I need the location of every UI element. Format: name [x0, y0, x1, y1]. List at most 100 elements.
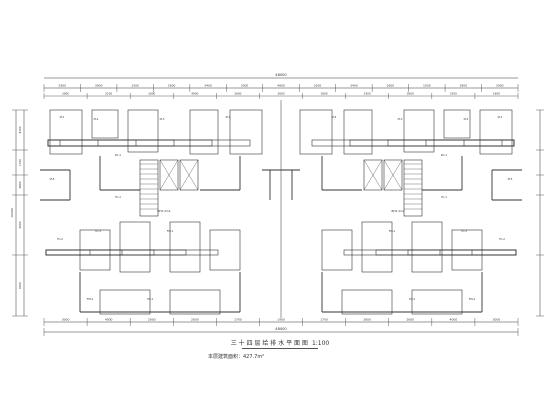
room-tag: M-2	[94, 117, 99, 121]
dim-label-top-row1: 3900	[459, 84, 467, 88]
room-tag: FM-2	[87, 297, 94, 301]
dim-label-left: 4200	[18, 126, 22, 133]
balcony-room	[169, 289, 221, 315]
room-tag: FM-1	[389, 229, 396, 233]
drawing-scale: 1:100	[311, 340, 330, 347]
elevator-shaft	[383, 159, 403, 191]
dim-label-bottom: 2600	[191, 318, 199, 322]
dim-label-top-row2: 2600	[277, 92, 284, 96]
elevator-x	[363, 159, 383, 191]
dim-label-bottom: 2600	[406, 318, 414, 322]
dim-label-bottom: 1700	[234, 318, 242, 322]
room-tag: M-5	[50, 177, 55, 181]
room-tag: ZC-1	[115, 153, 122, 157]
dim-label-top-row1: 4800	[277, 84, 285, 88]
room-tag: TC-3	[95, 229, 101, 233]
dim-label-top-row1: 2600	[387, 84, 395, 88]
wing-room	[49, 109, 83, 155]
room-tag: M-2	[464, 117, 469, 121]
elevator-shaft	[179, 159, 199, 191]
dim-label-top-row2: 1800	[321, 92, 328, 96]
room-tag: M-3	[398, 117, 403, 121]
dim-label-top-row1: 3400	[350, 84, 358, 88]
wing-room	[443, 109, 471, 139]
fixture	[47, 139, 137, 147]
dim-label-bottom: 4000	[450, 318, 458, 322]
wing-room	[403, 109, 435, 153]
dim-label-total-top: 48000	[275, 73, 287, 77]
room-tag: TC-2	[57, 237, 63, 241]
dim-label-left: 2700	[18, 159, 22, 166]
dim-label-top-row2: 3300	[364, 92, 371, 96]
dim-label-top-row2: 2600	[407, 92, 414, 96]
room-tag: TC-3	[461, 229, 467, 233]
room-tag: M-5	[508, 177, 513, 181]
stair-core	[139, 159, 159, 217]
fixture	[45, 249, 187, 256]
fixture	[471, 249, 517, 256]
fixture	[47, 139, 213, 147]
fixture	[439, 249, 517, 256]
elevator-x	[179, 159, 199, 191]
fixture	[45, 249, 155, 256]
stair-note: BH2-2m1	[391, 209, 404, 213]
elevator-x	[383, 159, 403, 191]
wing-room	[479, 109, 513, 155]
title-underline	[242, 348, 318, 349]
dim-label-bottom: 3000	[62, 318, 70, 322]
dim-label-top-row2: 1800	[493, 92, 500, 96]
stair-core	[403, 159, 423, 217]
fixture	[407, 249, 517, 256]
dim-label-bottom: 1700	[320, 318, 328, 322]
elevator-x	[159, 159, 179, 191]
dim-label-bottom: 1900	[277, 318, 285, 322]
room-tag: M-4	[332, 115, 337, 119]
dim-label-top-row2: 2100	[105, 92, 112, 96]
dim-label-top-row1: 3400	[204, 84, 212, 88]
wing-room	[127, 109, 159, 153]
balcony-room	[341, 289, 393, 315]
dim-label-top-row2: 3000	[62, 92, 69, 96]
room-tag: TC-1	[115, 195, 121, 199]
room-tag: YM-1	[147, 297, 154, 301]
dim-label-top-row1: 1500	[423, 84, 431, 88]
dim-label-top-row1: 2900	[496, 84, 504, 88]
wing-room	[229, 109, 263, 155]
dim-label-left: 4200	[18, 282, 22, 289]
fixture	[45, 249, 219, 256]
room-tag: M-1	[60, 115, 65, 119]
dim-label-top-row2: 4900	[191, 92, 198, 96]
floor-area-note: 本层建筑面积：427.7m²	[208, 354, 265, 360]
fixture	[375, 249, 517, 256]
dim-label-top-row2: 1800	[148, 92, 155, 96]
room-tag: TC-1	[441, 195, 447, 199]
dim-label-top-row1: 2900	[58, 84, 66, 88]
stair-note: BH2-2m1	[157, 209, 170, 213]
fixture	[349, 139, 515, 147]
elevator-shaft	[159, 159, 179, 191]
dim-label-top-row1: 3300	[241, 84, 249, 88]
dim-label-top-row2: 2600	[234, 92, 241, 96]
dim-label-left: 3600	[18, 221, 22, 228]
fixture	[425, 139, 515, 147]
fixture	[47, 139, 175, 147]
fixture	[47, 139, 251, 147]
dim-label-bottom: 4000	[105, 318, 113, 322]
room-tag: M-3	[160, 117, 165, 121]
balcony-room	[99, 289, 151, 315]
fixture	[47, 139, 99, 147]
lower-room	[361, 221, 393, 273]
wing-room	[299, 109, 333, 155]
dim-label-left-total: 16400	[10, 208, 14, 218]
fixture	[343, 249, 517, 256]
dim-label-left: 1800	[18, 181, 22, 188]
dim-label-top-row1: 3900	[95, 84, 103, 88]
balcony-room	[411, 289, 463, 315]
fixture	[45, 249, 91, 256]
dim-label-top-row1: 1500	[131, 84, 139, 88]
lower-room	[411, 221, 443, 273]
dim-label-bottom: 3000	[493, 318, 501, 322]
dim-label-top-row2: 3200	[450, 92, 457, 96]
fixture	[311, 139, 515, 147]
